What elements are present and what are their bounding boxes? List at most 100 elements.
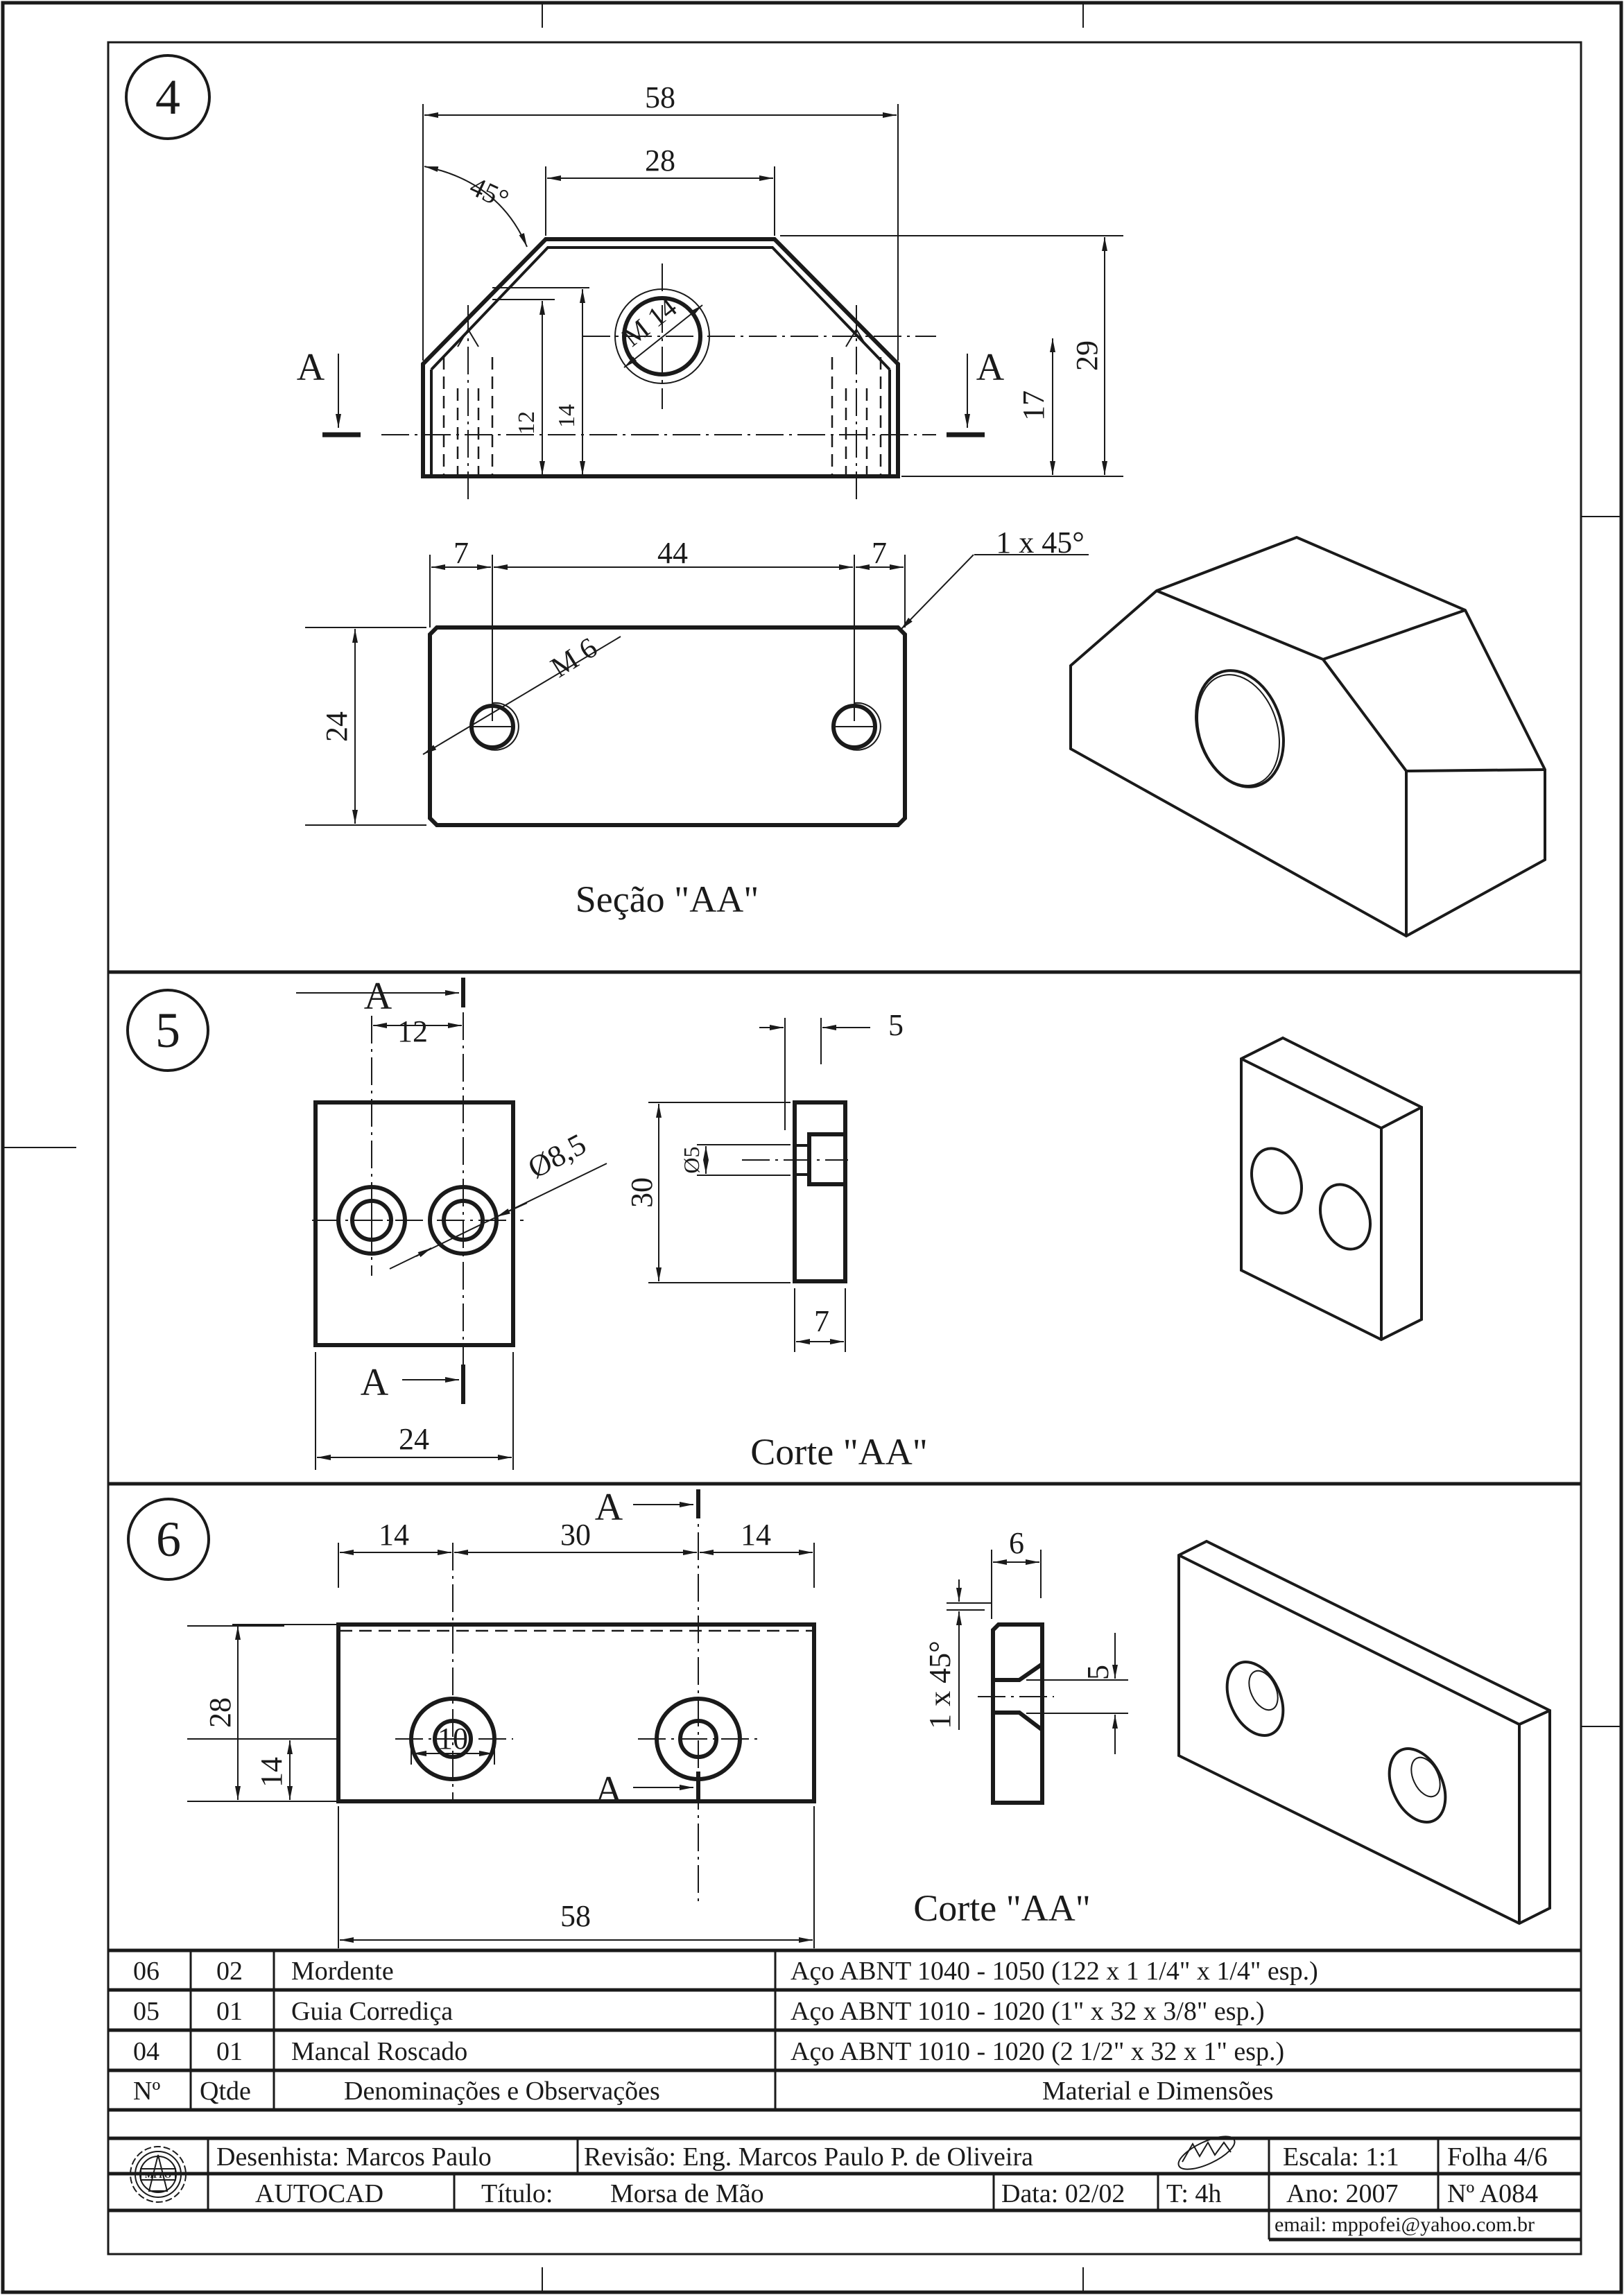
front-outline	[421, 237, 900, 478]
year: Ano: 2007	[1286, 2179, 1399, 2208]
time: T: 4h	[1166, 2179, 1222, 2208]
date: Data: 02/02	[1001, 2179, 1125, 2208]
title-block-grid: MPPO	[108, 2136, 1581, 2242]
bom-header-no: Nº	[133, 2077, 161, 2106]
signature	[1177, 2136, 1236, 2170]
bom-header-material: Material e Dimensões	[1042, 2077, 1274, 2106]
isometric-view	[1177, 1539, 1551, 1925]
front-view: A A 14 30 14 28 14	[187, 1486, 816, 1948]
dim-thickness: 6	[1009, 1526, 1024, 1560]
part-number-balloon	[125, 54, 211, 140]
part-6: 6 A A 14 30 14	[127, 1486, 1551, 1948]
dim-tap-depth: 12	[514, 411, 539, 435]
bom-name: Guia Corrediça	[291, 1997, 453, 2026]
bom-qty: 01	[216, 1997, 243, 2026]
section-view: 5 30 Ø5 7 Corte "AA"	[625, 1008, 928, 1473]
dim-top-width: 28	[645, 144, 675, 177]
dim-drill-depth: 14	[554, 404, 580, 428]
dim-hole-center-height: 17	[1017, 390, 1051, 421]
iso-hole	[1195, 669, 1285, 788]
iso-countersink-left	[1225, 1661, 1285, 1737]
dim-hole-spacing: 30	[560, 1518, 591, 1552]
inner-frame	[107, 41, 1582, 2255]
drawing-number: Nº A084	[1447, 2179, 1539, 2208]
part-number: 4	[155, 69, 180, 125]
dim-counterbore-depth: 5	[888, 1008, 904, 1042]
drawing-title: Morsa de Mão	[610, 2179, 764, 2208]
section-view: 6 1 x 45° 5 Corte "AA"	[913, 1526, 1128, 1929]
chamfer-inner	[430, 246, 891, 476]
software: AUTOCAD	[255, 2179, 384, 2208]
section-caption: Corte "AA"	[913, 1887, 1091, 1929]
bom-material: Aço ABNT 1010 - 1020 (1" x 32 x 3/8" esp…	[791, 1997, 1265, 2026]
dim-length: 58	[560, 1899, 591, 1933]
part-5: 5 A A 12 Ø8,5	[126, 975, 1423, 1473]
drafter: Desenhista: Marcos Paulo	[216, 2142, 492, 2172]
bom-no: 06	[133, 1957, 159, 1986]
dim-countersink-diameter: 10	[438, 1722, 468, 1756]
dim-right-offset: 14	[741, 1518, 771, 1552]
front-outline	[313, 1100, 515, 1347]
scale: Escala: 1:1	[1283, 2142, 1399, 2172]
iso-countersink-right	[1388, 1747, 1447, 1824]
email: email: mppofei@yahoo.com.br	[1275, 2213, 1535, 2236]
dim-chamfer: 1 x 45°	[996, 526, 1085, 560]
dim-chamfer-angle: 45°	[465, 171, 514, 215]
section-outline	[793, 1100, 847, 1283]
dim-height-total: 29	[1070, 340, 1104, 371]
dim-left-offset: 14	[379, 1518, 409, 1552]
section-marker-right: A	[976, 346, 1005, 389]
bom-name: Mancal Roscado	[291, 2037, 468, 2066]
dim-section-height: 24	[320, 711, 354, 742]
bom-grid	[108, 1948, 1581, 2140]
section-marker-left: A	[297, 346, 325, 389]
section-outline	[991, 1622, 1044, 1805]
bom-qty: 01	[216, 2037, 243, 2066]
dim-hole-height: 14	[254, 1757, 288, 1787]
section-marker-top: A	[364, 975, 392, 1018]
logo-mppo: MPPO	[130, 2146, 187, 2203]
section-marker-bottom: A	[595, 1769, 623, 1812]
dim-hole-diameter: Ø5	[679, 1146, 704, 1173]
section-outline	[428, 625, 907, 827]
dim-left-offset: 7	[453, 536, 469, 570]
bom-header-name: Denominações e Observações	[344, 2077, 660, 2106]
dim-chamfer: 1 x 45°	[923, 1640, 957, 1729]
dim-width: 24	[399, 1422, 429, 1456]
revision: Revisão: Eng. Marcos Paulo P. de Oliveir…	[584, 2142, 1034, 2172]
title-label: Título:	[481, 2179, 553, 2208]
bom-material: Aço ABNT 1010 - 1020 (2 1/2" x 32 x 1" e…	[791, 2037, 1285, 2066]
section-marker-bottom: A	[361, 1361, 389, 1404]
part-number-balloon	[126, 989, 209, 1072]
section-caption: Corte "AA"	[750, 1431, 928, 1473]
bom-material: Aço ABNT 1040 - 1050 (122 x 1 1/4" x 1/4…	[791, 1957, 1318, 1986]
dim-hole-spacing: 44	[657, 536, 688, 570]
section-view: 7 44 7 24 M 6 1 x 45° Seção "AA"	[305, 526, 1089, 920]
dim-thickness: 7	[814, 1304, 829, 1338]
front-view: A A 58 28 45° M 14 29	[297, 80, 1123, 499]
isometric-view	[1069, 535, 1546, 938]
dim-height: 28	[203, 1697, 237, 1728]
isometric-view	[1240, 1036, 1423, 1342]
part-4: 4 A A	[125, 54, 1546, 938]
dim-overall-width: 58	[645, 80, 675, 114]
part-number: 5	[155, 1003, 180, 1058]
bom-qty: 02	[216, 1957, 243, 1986]
dim-section-height: 30	[625, 1177, 659, 1208]
dim-right-offset: 7	[872, 536, 887, 570]
front-outline	[336, 1622, 816, 1803]
iso-hole-left	[1250, 1147, 1303, 1215]
part-number-balloon	[127, 1498, 210, 1581]
dim-hole-diameter: 5	[1081, 1665, 1115, 1680]
logo-text: MPPO	[145, 2170, 171, 2180]
front-view: A A 12 Ø8,5 24	[296, 975, 607, 1470]
bom-header-qty: Qtde	[200, 2077, 251, 2106]
section-caption: Seção "AA"	[576, 878, 759, 920]
section-marker-top: A	[595, 1486, 623, 1529]
part-number: 6	[156, 1512, 181, 1567]
bom-no: 05	[133, 1997, 159, 2026]
bom-name: Mordente	[291, 1957, 394, 1986]
bom-no: 04	[133, 2037, 159, 2066]
iso-hole-right	[1319, 1183, 1372, 1251]
